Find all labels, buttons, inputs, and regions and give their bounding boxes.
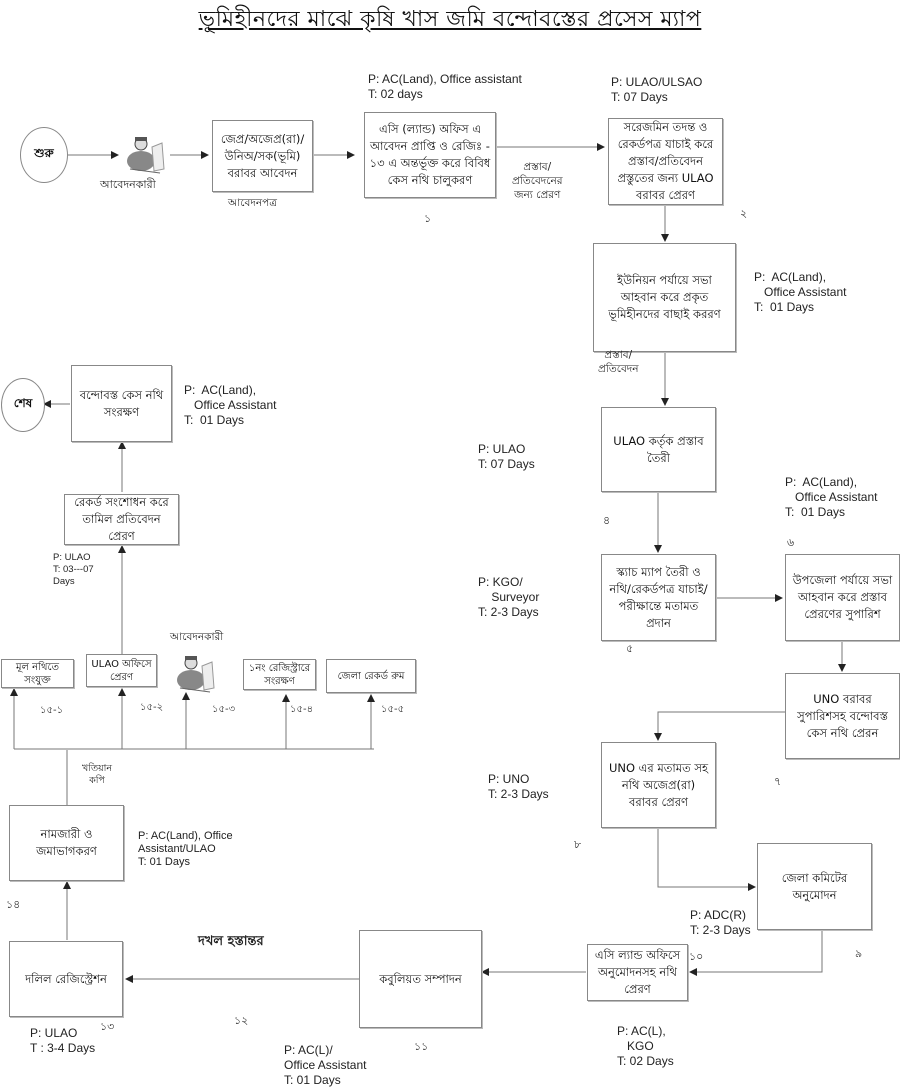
step-3-note: P: AC(Land), Office Assistant T: 01 Days [754, 270, 847, 314]
end-node: শেষ [1, 378, 45, 432]
step-17: বন্দোবস্ত কেস নথি সংরক্ষণ [71, 365, 172, 442]
step-9: জেলা কমিটের অনুমোদন [757, 843, 872, 930]
step-5: স্ক্যাচ ম্যাপ তৈরী ও নথি/রেকর্ডপত্র যাচা… [601, 554, 716, 641]
step-8-note: P: UNO T: 2-3 Days [488, 772, 549, 801]
step-14-number: ১৪ [6, 898, 21, 911]
application-form-label: আবেদনপত্র [228, 197, 277, 209]
step-17-note: P: AC(Land), Office Assistant T: 01 Days [184, 383, 277, 427]
step-13-note: P: ULAO T : 3-4 Days [30, 1026, 96, 1055]
step-10: এসি ল্যান্ড অফিসে অনুমোদনসহ নথি প্রেরণ [587, 944, 688, 1001]
step-2: সরেজমিন তদন্ত ও রেকর্ডপত্র যাচাই করে প্র… [608, 118, 723, 205]
step-6-note: P: AC(Land), Office Assistant T: 01 Days [785, 475, 878, 519]
step-1: এসি (ল্যান্ড) অফিস এ আবেদন প্রাপ্তি ও রে… [364, 112, 496, 198]
step-10-number: ১০ [689, 950, 704, 963]
step-15-4: ১নং রেজিস্ট্রারে সংরক্ষণ [243, 659, 316, 690]
edge-s7-s8 [654, 711, 785, 741]
step-12-number: ১২ [234, 1014, 249, 1027]
edge-label-khatian-copy: খতিয়ান কপি [82, 763, 113, 786]
step-8-number: ৮ [574, 838, 582, 851]
edge-s8-s9 [657, 828, 756, 891]
step-4-note: P: ULAO T: 07 Days [478, 442, 535, 471]
step-15-4-number: ১৫-৪ [290, 704, 314, 715]
step-4-number: ৪ [603, 514, 611, 527]
edge-s9-s10 [689, 930, 823, 976]
step-6: উপজেলা পর্যায়ে সভা আহবান করে প্রস্তাব প… [785, 554, 900, 641]
step-10-note: P: AC(L), KGO T: 02 Days [617, 1024, 674, 1068]
step-12-note: P: AC(L)/ Office Assistant T: 01 Days [284, 1043, 367, 1087]
step-5-number: ৫ [626, 642, 634, 655]
step-13-number: ১৩ [100, 1020, 115, 1033]
step-1-number: ১ [424, 212, 432, 225]
step-apply: জেপ্র/অজেপ্র(রা)/ উনিঅ/সক(ভূমি) বরাবর আব… [212, 120, 313, 192]
applicant-label-2: আবেদনকারী [170, 631, 224, 643]
step-15-2-number: ১৫-২ [140, 702, 164, 713]
step-1-note: P: AC(Land), Office assistant T: 02 days [368, 72, 522, 101]
step-13: দলিল রেজিস্ট্রেশন [9, 941, 123, 1017]
step-2-number: ২ [740, 207, 748, 220]
start-node: শুরু [20, 127, 68, 183]
step-9-note: P: ADC(R) T: 2-3 Days [690, 908, 751, 937]
step-7: UNO বরাবর সুপারিশসহ বন্দোবস্ত কেস নথি প্… [785, 673, 900, 759]
applicant-label: আবেদনকারী [100, 178, 156, 191]
step-5-note: P: KGO/ Surveyor T: 2-3 Days [478, 575, 540, 619]
step-11: কবুলিয়ত সম্পাদন [359, 930, 482, 1028]
step-15-1-number: ১৫-১ [40, 705, 64, 716]
edge-label-proposal-report: প্রস্তাব/ প্রতিবেদন [598, 349, 639, 375]
step-3: ইউনিয়ন পর্যায়ে সভা আহবান করে প্রকৃত ভূ… [593, 243, 736, 352]
step-15-2: ULAO অফিসে প্রেরণ [86, 654, 157, 687]
step-15-1: মূল নথিতে সংযুক্ত [1, 659, 74, 688]
edge-label-proposal-send: প্রস্তাব/ প্রতিবেদনের জন্য প্রেরণ [512, 161, 563, 201]
step-16-note: P: ULAO T: 03---07 Days [53, 552, 94, 587]
applicant-person-icon [127, 137, 165, 174]
step-15-5: জেলা রেকর্ড রুম [326, 659, 416, 693]
edge-label-possession-transfer: দখল হস্তান্তর [198, 934, 264, 949]
step-4: ULAO কর্তৃক প্রস্তাব তৈরী [601, 407, 716, 492]
applicant-person-icon-2 [177, 656, 215, 693]
step-15-5-number: ১৫-৫ [381, 704, 405, 715]
step-15-3-number: ১৫-৩ [212, 704, 236, 715]
step-2-note: P: ULAO/ULSAO T: 07 Days [611, 75, 703, 104]
step-9-number: ৯ [855, 947, 863, 960]
step-7-number: ৭ [774, 775, 782, 788]
step-14-note: P: AC(Land), Office Assistant/ULAO T: 01… [138, 830, 233, 868]
step-8: UNO এর মতামত সহ নথি অজেপ্র(রা) বরাবর প্র… [601, 742, 716, 828]
step-11-number: ১১ [414, 1040, 429, 1053]
page-title: ভূমিহীনদের মাঝে কৃষি খাস জমি বন্দোবস্তের… [198, 7, 702, 32]
step-16: রেকর্ড সংশোধন করে তামিল প্রতিবেদন প্রেরণ [64, 494, 179, 545]
step-6-number: ৬ [787, 536, 795, 549]
step-14: নামজারী ও জমাভাগকরণ [9, 805, 124, 881]
